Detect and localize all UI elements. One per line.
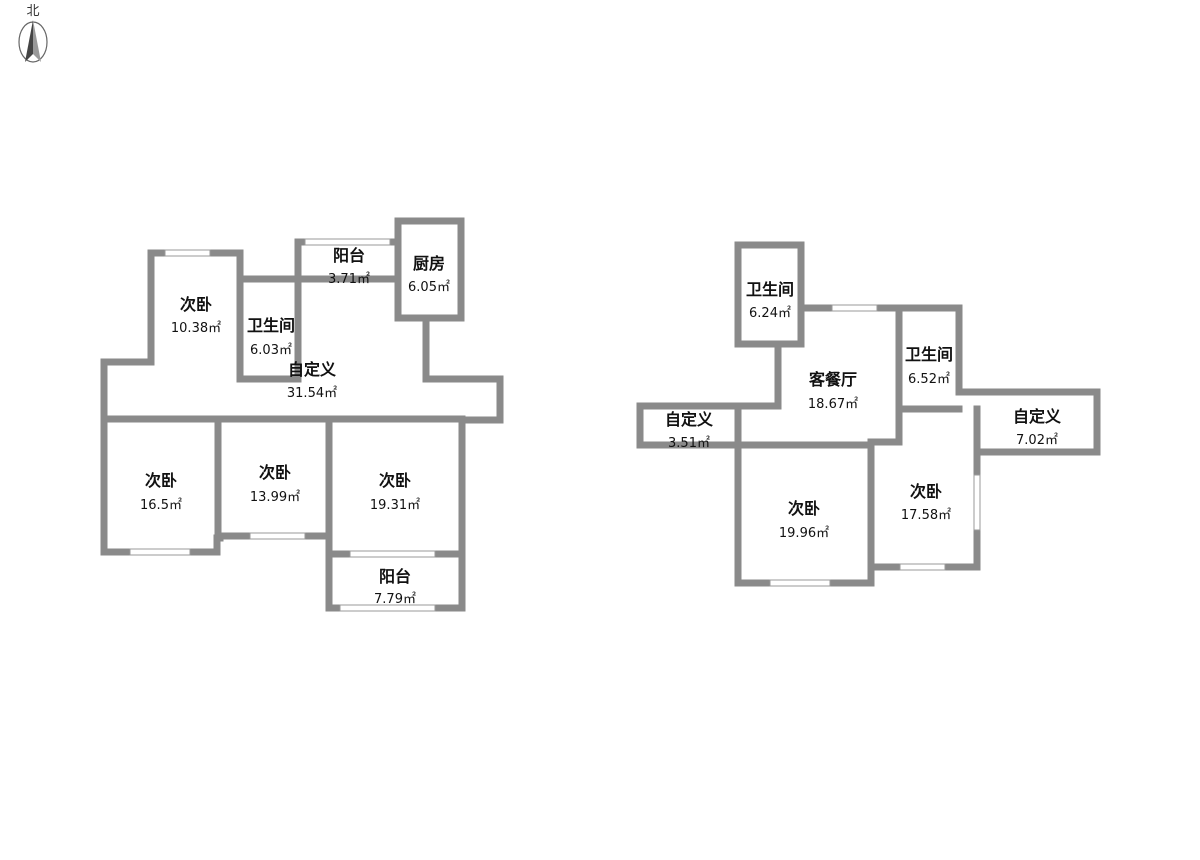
plan-left-walls	[100, 217, 504, 612]
room-name: 阳台	[333, 246, 365, 265]
plan-right: 卫生间 6.24㎡ 客餐厅 18.67㎡ 卫生间 6.52㎡ 自定义 3.51㎡…	[636, 241, 1101, 587]
room-area: 10.38㎡	[171, 321, 221, 336]
room-name: 阳台	[379, 567, 411, 586]
room-custom: 自定义 7.02㎡	[1013, 407, 1061, 448]
room-bedroom: 次卧 19.96㎡	[779, 499, 829, 541]
plan-right-windows	[769, 304, 981, 587]
room-area: 13.99㎡	[250, 490, 300, 505]
window	[249, 532, 306, 540]
room-area: 6.05㎡	[408, 280, 450, 295]
room-name: 卫生间	[247, 316, 295, 335]
window	[164, 249, 211, 257]
compass: 北	[18, 4, 48, 63]
plan-left-windows	[129, 238, 436, 612]
room-kitchen: 厨房 6.05㎡	[408, 254, 450, 295]
room-bedroom: 次卧 13.99㎡	[250, 463, 300, 505]
room-living-dining: 客餐厅 18.67㎡	[808, 370, 858, 412]
plan-right-walls	[636, 241, 1101, 587]
room-area: 3.51㎡	[668, 436, 710, 451]
window	[769, 579, 831, 587]
window	[129, 548, 191, 556]
room-name: 自定义	[1013, 407, 1061, 426]
room-area: 19.31㎡	[370, 498, 420, 513]
room-name: 自定义	[288, 360, 336, 379]
room-name: 卫生间	[746, 280, 794, 299]
room-balcony: 阳台 7.79㎡	[374, 567, 416, 607]
room-area: 6.24㎡	[749, 306, 791, 321]
room-bedroom: 次卧 16.5㎡	[140, 471, 182, 513]
plan-left: 次卧 10.38㎡ 卫生间 6.03㎡ 阳台 3.71㎡ 厨房 6.05㎡ 自定…	[100, 217, 504, 612]
room-area: 7.02㎡	[1016, 433, 1058, 448]
window	[831, 304, 878, 312]
room-area: 18.67㎡	[808, 397, 858, 412]
room-area: 19.96㎡	[779, 526, 829, 541]
room-name: 次卧	[910, 482, 942, 501]
room-area: 6.03㎡	[250, 343, 292, 358]
room-name: 客餐厅	[809, 370, 857, 389]
room-bathroom: 卫生间 6.52㎡	[905, 345, 953, 387]
north-arrow-icon	[18, 20, 48, 63]
room-custom: 自定义 31.54㎡	[287, 360, 337, 401]
room-name: 次卧	[180, 295, 212, 314]
compass-north-label: 北	[26, 4, 39, 19]
room-name: 次卧	[379, 471, 411, 490]
room-name: 厨房	[413, 254, 445, 273]
room-name: 次卧	[145, 471, 177, 490]
room-area: 31.54㎡	[287, 386, 337, 401]
room-name: 卫生间	[905, 345, 953, 364]
window	[899, 563, 946, 571]
room-area: 6.52㎡	[908, 372, 950, 387]
window	[349, 550, 436, 558]
room-name: 次卧	[259, 463, 291, 482]
room-name: 自定义	[665, 410, 713, 429]
window	[304, 238, 391, 246]
room-name: 次卧	[788, 499, 820, 518]
room-bedroom: 次卧 10.38㎡	[171, 295, 221, 336]
room-area: 3.71㎡	[328, 272, 370, 287]
room-area: 16.5㎡	[140, 498, 182, 513]
window	[973, 474, 981, 531]
room-area: 17.58㎡	[901, 508, 951, 523]
room-bedroom: 次卧 19.31㎡	[370, 471, 420, 513]
room-custom: 自定义 3.51㎡	[665, 410, 713, 451]
window	[339, 604, 436, 612]
room-bathroom: 卫生间 6.24㎡	[746, 280, 794, 321]
room-bedroom: 次卧 17.58㎡	[901, 482, 951, 523]
room-bathroom: 卫生间 6.03㎡	[247, 316, 295, 358]
room-balcony: 阳台 3.71㎡	[328, 246, 370, 287]
room-area: 7.79㎡	[374, 592, 416, 607]
